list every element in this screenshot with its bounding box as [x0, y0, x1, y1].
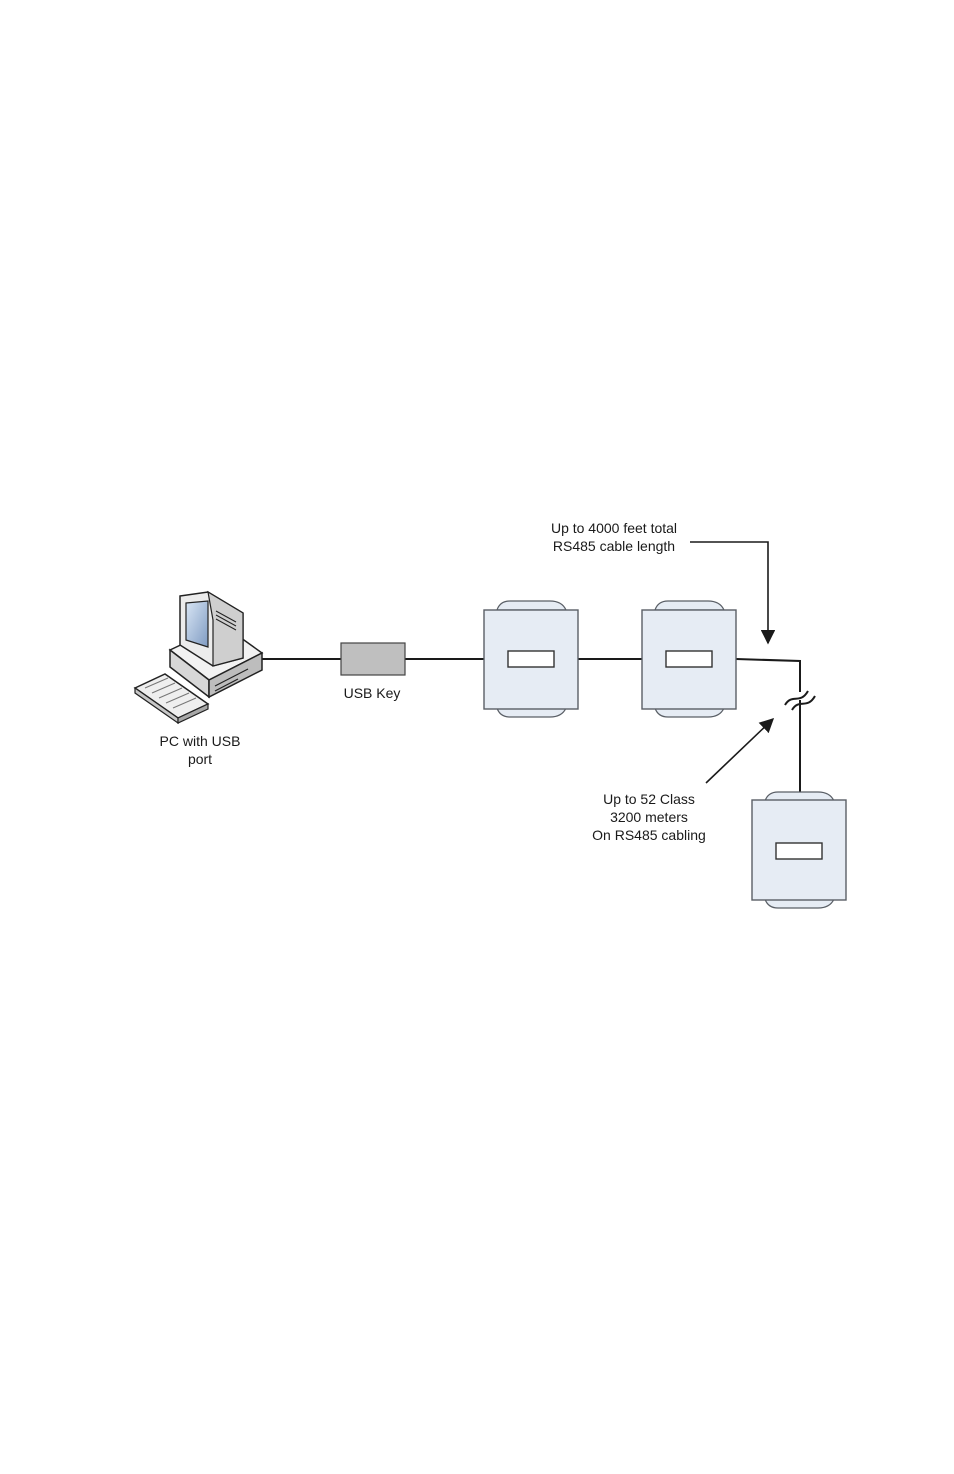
meter-icon [642, 601, 736, 717]
cable-meter-2-to-break [736, 659, 800, 692]
pc-label-line-2: port [188, 751, 212, 767]
meter-icon [484, 601, 578, 717]
meter-icon [752, 792, 846, 908]
meter-count-label-line-2: 3200 meters [610, 809, 688, 825]
meter-display [666, 651, 712, 667]
pc-label-line-1: PC with USB [160, 733, 241, 749]
cable-length-label-line-2: RS485 cable length [553, 538, 675, 554]
usb-key-icon [341, 643, 405, 675]
meter-count-label-line-3: On RS485 cabling [592, 827, 706, 843]
cable-length-label-line-1: Up to 4000 feet total [551, 520, 677, 536]
desktop-computer-icon [170, 592, 262, 697]
meter-count-arrow [706, 719, 773, 783]
meter-display [776, 843, 822, 859]
meter-count-label-line-1: Up to 52 Class [603, 791, 695, 807]
usb-key-label: USB Key [344, 685, 401, 701]
meter-display [508, 651, 554, 667]
